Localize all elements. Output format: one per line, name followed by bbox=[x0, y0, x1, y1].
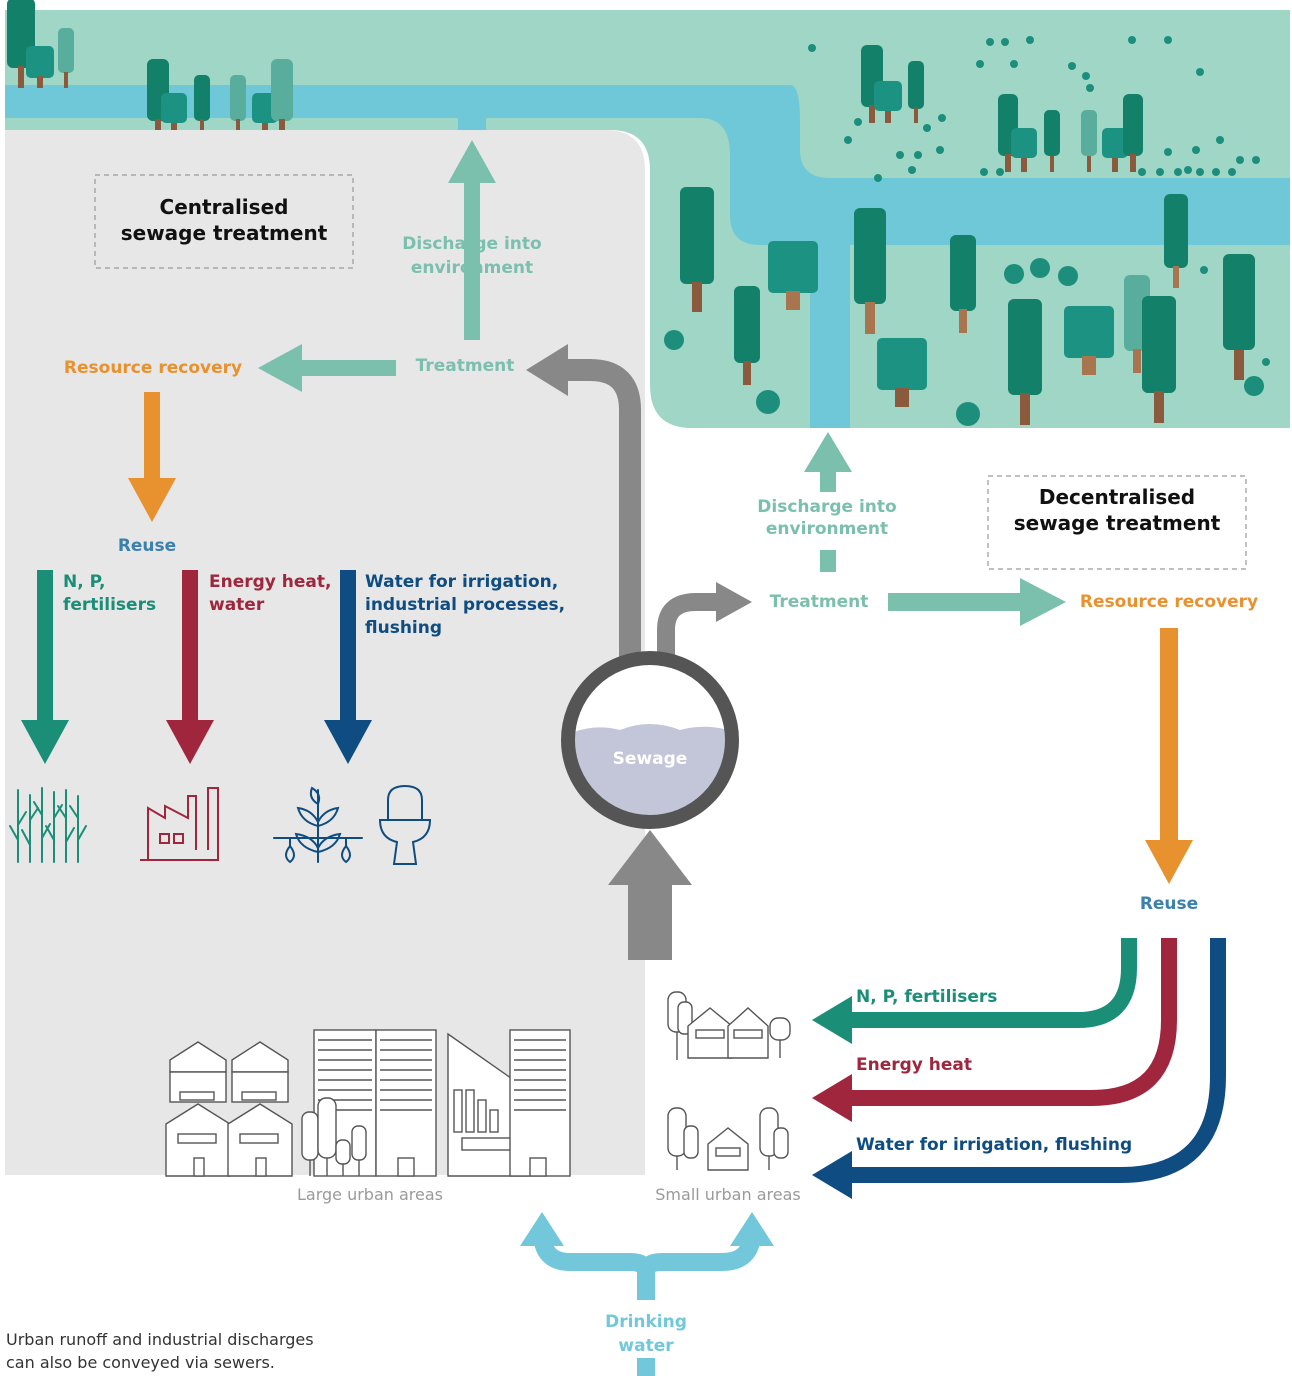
decentralised-title-line2: sewage treatment bbox=[1014, 511, 1221, 535]
sewage-label: Sewage bbox=[613, 749, 688, 769]
centralised-water-line2: industrial processes, bbox=[365, 595, 565, 615]
urban-to-sewer-arrow bbox=[608, 830, 692, 960]
centralised-treatment-label: Treatment bbox=[416, 356, 515, 376]
centralised-water-line3: flushing bbox=[365, 618, 442, 638]
centralised-water-arrow bbox=[324, 570, 372, 764]
sewer-to-central-treatment-arrow bbox=[526, 344, 641, 660]
centralised-panel: Centralised sewage treatment bbox=[5, 130, 645, 1175]
decentralised-nutrients-label: N, P, fertilisers bbox=[856, 987, 997, 1007]
decentralised-resource-recovery-label: Resource recovery bbox=[1080, 592, 1258, 612]
decentralised-nutrients-arrow bbox=[812, 938, 1137, 1044]
centralised-title-line2: sewage treatment bbox=[121, 221, 328, 245]
centralised-energy-arrow bbox=[166, 570, 214, 764]
centralised-title-line1: Centralised bbox=[160, 195, 289, 219]
centralised-nutrients-line1: N, P, bbox=[63, 572, 105, 592]
centralised-energy-line2: water bbox=[209, 595, 265, 615]
toilet-icon bbox=[378, 784, 432, 865]
small-urban-areas-label: Small urban areas bbox=[655, 1185, 800, 1204]
centralised-energy-line1: Energy heat, bbox=[209, 572, 332, 592]
forest bbox=[7, 0, 1255, 425]
drinking-water-arrow bbox=[520, 1212, 774, 1376]
note-line1: Urban runoff and industrial discharges bbox=[6, 1330, 314, 1349]
small-urban-icon-bottom bbox=[667, 1107, 789, 1171]
centralised-discharge-line1: Discharge into bbox=[402, 234, 541, 254]
decentralised-water-label: Water for irrigation, flushing bbox=[856, 1135, 1132, 1155]
sewage-pipe bbox=[561, 651, 739, 829]
centralised-recovery-arrow bbox=[258, 344, 396, 392]
decentralised-reuse-label: Reuse bbox=[1140, 894, 1198, 914]
decentralised-reuse-arrow bbox=[1145, 628, 1193, 884]
decentralised-discharge-arrow bbox=[804, 432, 852, 572]
drinking-water-line2: water bbox=[618, 1336, 674, 1356]
drinking-water-line1: Drinking bbox=[605, 1312, 687, 1332]
decentralised-title-line1: Decentralised bbox=[1039, 485, 1195, 509]
decentralised-discharge-line1: Discharge into bbox=[757, 497, 896, 517]
centralised-nutrients-line2: fertilisers bbox=[63, 595, 156, 615]
centralised-water-line1: Water for irrigation, bbox=[365, 572, 558, 592]
decentralised-title-box bbox=[987, 475, 1247, 570]
large-urban-areas-label: Large urban areas bbox=[297, 1185, 443, 1204]
decentralised-recovery-arrow bbox=[888, 578, 1066, 626]
centralised-discharge-arrow bbox=[448, 140, 496, 340]
decentralised-water-arrow bbox=[812, 938, 1226, 1199]
sewer-to-decentral-treatment-arrow bbox=[657, 582, 752, 660]
factory-icon bbox=[140, 787, 219, 861]
irrigation-plant-icon bbox=[273, 786, 363, 864]
decentralised-energy-label: Energy heat bbox=[856, 1055, 972, 1075]
centralised-discharge-line2: environment bbox=[411, 258, 533, 278]
decentralised-discharge-line2: environment bbox=[766, 519, 888, 539]
shrubs bbox=[664, 36, 1270, 426]
decentralised-treatment-label: Treatment bbox=[770, 592, 869, 612]
centralised-nutrients-arrow bbox=[21, 570, 69, 764]
centralised-reuse-label: Reuse bbox=[118, 536, 176, 556]
note-line2: can also be conveyed via sewers. bbox=[6, 1353, 275, 1372]
crops-icon bbox=[9, 787, 87, 863]
large-urban-icon bbox=[165, 1029, 571, 1177]
decentralised-energy-arrow bbox=[812, 938, 1177, 1122]
small-urban-icon-top bbox=[667, 991, 791, 1060]
centralised-resource-recovery-label: Resource recovery bbox=[64, 358, 242, 378]
centralised-reuse-arrow bbox=[128, 392, 176, 522]
